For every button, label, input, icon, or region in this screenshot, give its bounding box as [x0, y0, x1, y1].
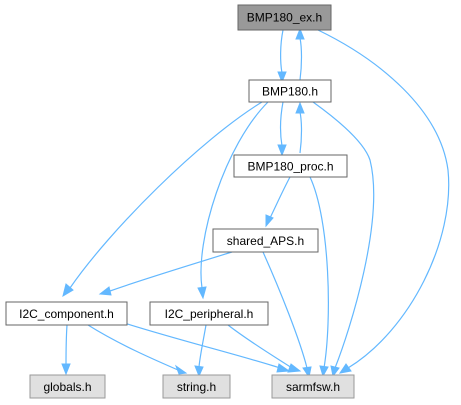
edge-i2c-component-to-sarmfsw	[114, 319, 291, 373]
node-string-label: string.h	[177, 380, 216, 394]
edge-i2c-component-to-string	[87, 324, 188, 375]
edge-i2c-component-to-globals	[61, 324, 71, 376]
edge-bmp180-ex-to-sarmfsw	[317, 29, 450, 374]
edge-bmp180-to-sarmfsw	[312, 101, 375, 378]
edge-shared-aps-to-sarmfsw	[262, 251, 312, 379]
node-shared-aps-label: shared_APS.h	[227, 234, 304, 248]
node-globals-label: globals.h	[43, 380, 91, 394]
edge-bmp180-to-bmp180-ex	[295, 27, 305, 81]
node-sarmfsw[interactable]: sarmfsw.h	[271, 374, 355, 399]
edge-bmp180-proc-to-sarmfsw	[309, 176, 329, 378]
edge-bmp180-to-i2c-component	[62, 101, 263, 298]
node-string[interactable]: string.h	[162, 374, 231, 399]
node-bmp180-ex[interactable]: BMP180_ex.h	[237, 4, 332, 31]
node-i2c-peripheral[interactable]: I2C_peripheral.h	[149, 301, 269, 326]
edge-bmp180-to-i2c-peripheral	[197, 101, 269, 300]
edge-bmp180-proc-to-shared-aps	[265, 176, 291, 228]
edge-bmp180-proc-to-bmp180	[295, 101, 305, 154]
node-i2c-peripheral-label: I2C_peripheral.h	[165, 307, 254, 321]
edge-i2c-peripheral-to-sarmfsw	[227, 324, 302, 373]
node-sarmfsw-label: sarmfsw.h	[286, 380, 340, 394]
node-i2c-component[interactable]: I2C_component.h	[5, 301, 128, 326]
node-bmp180-ex-label: BMP180_ex.h	[247, 11, 322, 25]
edge-shared-aps-to-i2c-component	[98, 251, 233, 296]
node-bmp180[interactable]: BMP180.h	[248, 79, 332, 103]
node-bmp180-proc-label: BMP180_proc.h	[247, 160, 333, 174]
node-globals[interactable]: globals.h	[29, 374, 106, 399]
node-bmp180-proc[interactable]: BMP180_proc.h	[233, 154, 348, 178]
node-shared-aps[interactable]: shared_APS.h	[212, 228, 319, 253]
node-bmp180-label: BMP180.h	[262, 85, 318, 99]
edge-bmp180-to-bmp180-proc	[277, 101, 287, 157]
edge-bmp180-ex-to-bmp180	[277, 29, 287, 84]
node-i2c-component-label: I2C_component.h	[19, 307, 114, 321]
edge-i2c-peripheral-to-string	[194, 324, 207, 378]
